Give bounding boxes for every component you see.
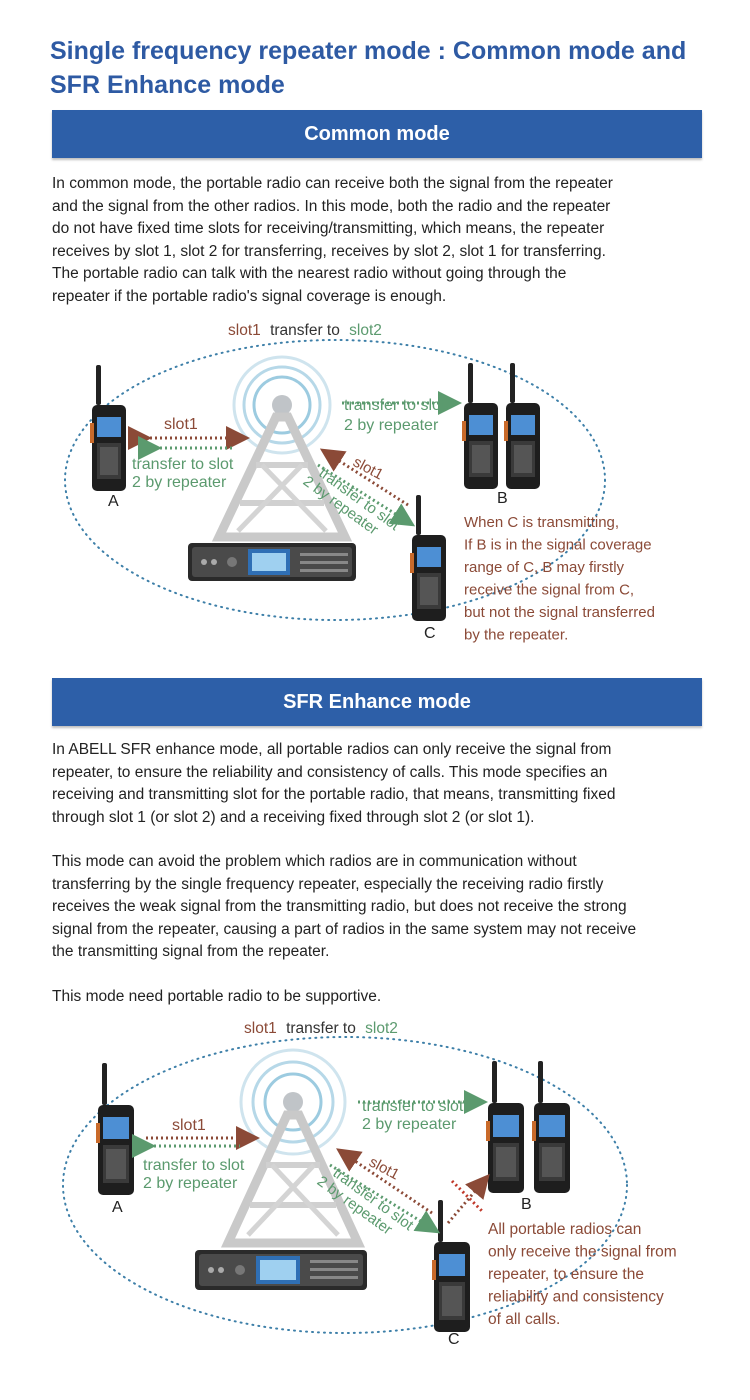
sfr-paragraph-1: In ABELL SFR enhance mode, all portable … <box>52 739 712 829</box>
arrow-slot1-c <box>336 1148 433 1215</box>
diag-slot1-label: slot1 <box>350 454 386 484</box>
sfr-mode-diagram: slot1 transfer to slot2 slot1 transfer t… <box>62 1020 681 1348</box>
repeater-tower <box>211 355 353 542</box>
diag-slot1-label: slot1 <box>366 1154 402 1184</box>
radio-b-label: B <box>521 1196 532 1213</box>
radio-c-label: C <box>424 625 436 642</box>
radio-b2-icon <box>532 1061 570 1193</box>
top-slot1-label: slot1 <box>228 322 261 339</box>
top-slot1-label: slot1 <box>244 1020 277 1037</box>
paragraph-line: The portable radio can talk with the nea… <box>52 265 567 282</box>
paragraph-line: repeater, to ensure the reliability and … <box>52 763 608 781</box>
paragraph-line: In common mode, the portable radio can r… <box>52 175 613 192</box>
radio-a-icon <box>96 1063 134 1195</box>
radio-a-label: A <box>112 1199 123 1216</box>
left-transfer-label: transfer to slot 2 by repeater <box>132 456 238 491</box>
arrow-transfer-c <box>317 463 416 527</box>
common-mode-banner: Common mode <box>52 110 702 158</box>
paragraph-line: In ABELL SFR enhance mode, all portable … <box>52 741 612 758</box>
svg-text:slot1 transfer to slot: slot1 transfer to slot2 <box>228 322 382 339</box>
right-transfer-label: transfer to slot 2 by repeater <box>362 1098 468 1133</box>
top-transfer-label: transfer to <box>286 1020 356 1037</box>
sfr-paragraph-2: This mode can avoid the problem which ra… <box>52 851 712 964</box>
left-slot1-label: slot1 <box>164 416 198 433</box>
repeater-device <box>188 543 356 581</box>
arrow-slot1-c <box>319 448 409 507</box>
blocked-signal-icon <box>446 1173 490 1224</box>
sfr-note: All portable radios can only receive the… <box>488 1221 681 1328</box>
paragraph-line: receives by slot 1, slot 2 for transferr… <box>52 242 606 260</box>
radio-c-label: C <box>448 1331 460 1348</box>
coverage-ellipse <box>64 339 606 621</box>
repeater-device <box>195 1250 367 1290</box>
right-transfer-label: transfer to slot 2 by repeater <box>344 397 450 434</box>
page-title-line-1: Single frequency repeater mode : Common … <box>50 37 687 65</box>
left-transfer-label: transfer to slot 2 by repeater <box>143 1157 249 1192</box>
radio-c-icon <box>432 1200 470 1332</box>
paragraph-line: the transmitting signal from the repeate… <box>52 943 330 960</box>
radio-a-label: A <box>108 493 119 510</box>
repeater-tower <box>220 1048 366 1248</box>
sfr-mode-heading: SFR Enhance mode <box>283 691 471 713</box>
coverage-ellipse <box>62 1036 628 1334</box>
paragraph-line: repeater if the portable radio's signal … <box>52 287 447 305</box>
paragraph-line: and the signal from the other radios. In… <box>52 197 611 215</box>
paragraph-line: This mode need portable radio to be supp… <box>52 988 382 1005</box>
radio-a-icon <box>90 365 126 491</box>
sfr-paragraph-3: This mode need portable radio to be supp… <box>52 986 712 1009</box>
common-mode-paragraph: In common mode, the portable radio can r… <box>52 173 712 308</box>
radio-b-icon <box>486 1061 524 1193</box>
left-slot1-label: slot1 <box>172 1117 206 1134</box>
radio-c-icon <box>410 495 446 621</box>
radio-b2-icon <box>504 363 540 489</box>
sfr-mode-banner: SFR Enhance mode <box>52 678 702 726</box>
paragraph-line: transferring by the single frequency rep… <box>52 875 604 893</box>
paragraph-line: do not have fixed time slots for receivi… <box>52 220 605 237</box>
page-title: Single frequency repeater mode : Common … <box>50 34 710 102</box>
top-slot2-label: slot2 <box>365 1020 398 1037</box>
paragraph-line: receiving and transmitting slot for the … <box>52 786 616 803</box>
paragraph-line: signal from the repeater, causing a part… <box>52 920 637 938</box>
paragraph-line: receives the weak signal from the transm… <box>52 898 627 915</box>
page-title-line-2: SFR Enhance mode <box>50 71 285 99</box>
common-note: When C is transmitting, If B is in the s… <box>464 514 659 644</box>
paragraph-line: through slot 1 (or slot 2) and a receivi… <box>52 808 535 826</box>
top-transfer-label: transfer to <box>270 322 340 339</box>
radio-b-icon <box>462 363 498 489</box>
common-mode-diagram: slot1 transfer to slot2 slot1 transfer t… <box>64 322 659 644</box>
radio-b-label: B <box>497 490 508 507</box>
svg-text:slot1 transfer to slot: slot1 transfer to slot2 <box>244 1020 398 1037</box>
top-slot2-label: slot2 <box>349 322 382 339</box>
paragraph-line: This mode can avoid the problem which ra… <box>52 853 577 870</box>
common-mode-heading: Common mode <box>304 123 450 145</box>
